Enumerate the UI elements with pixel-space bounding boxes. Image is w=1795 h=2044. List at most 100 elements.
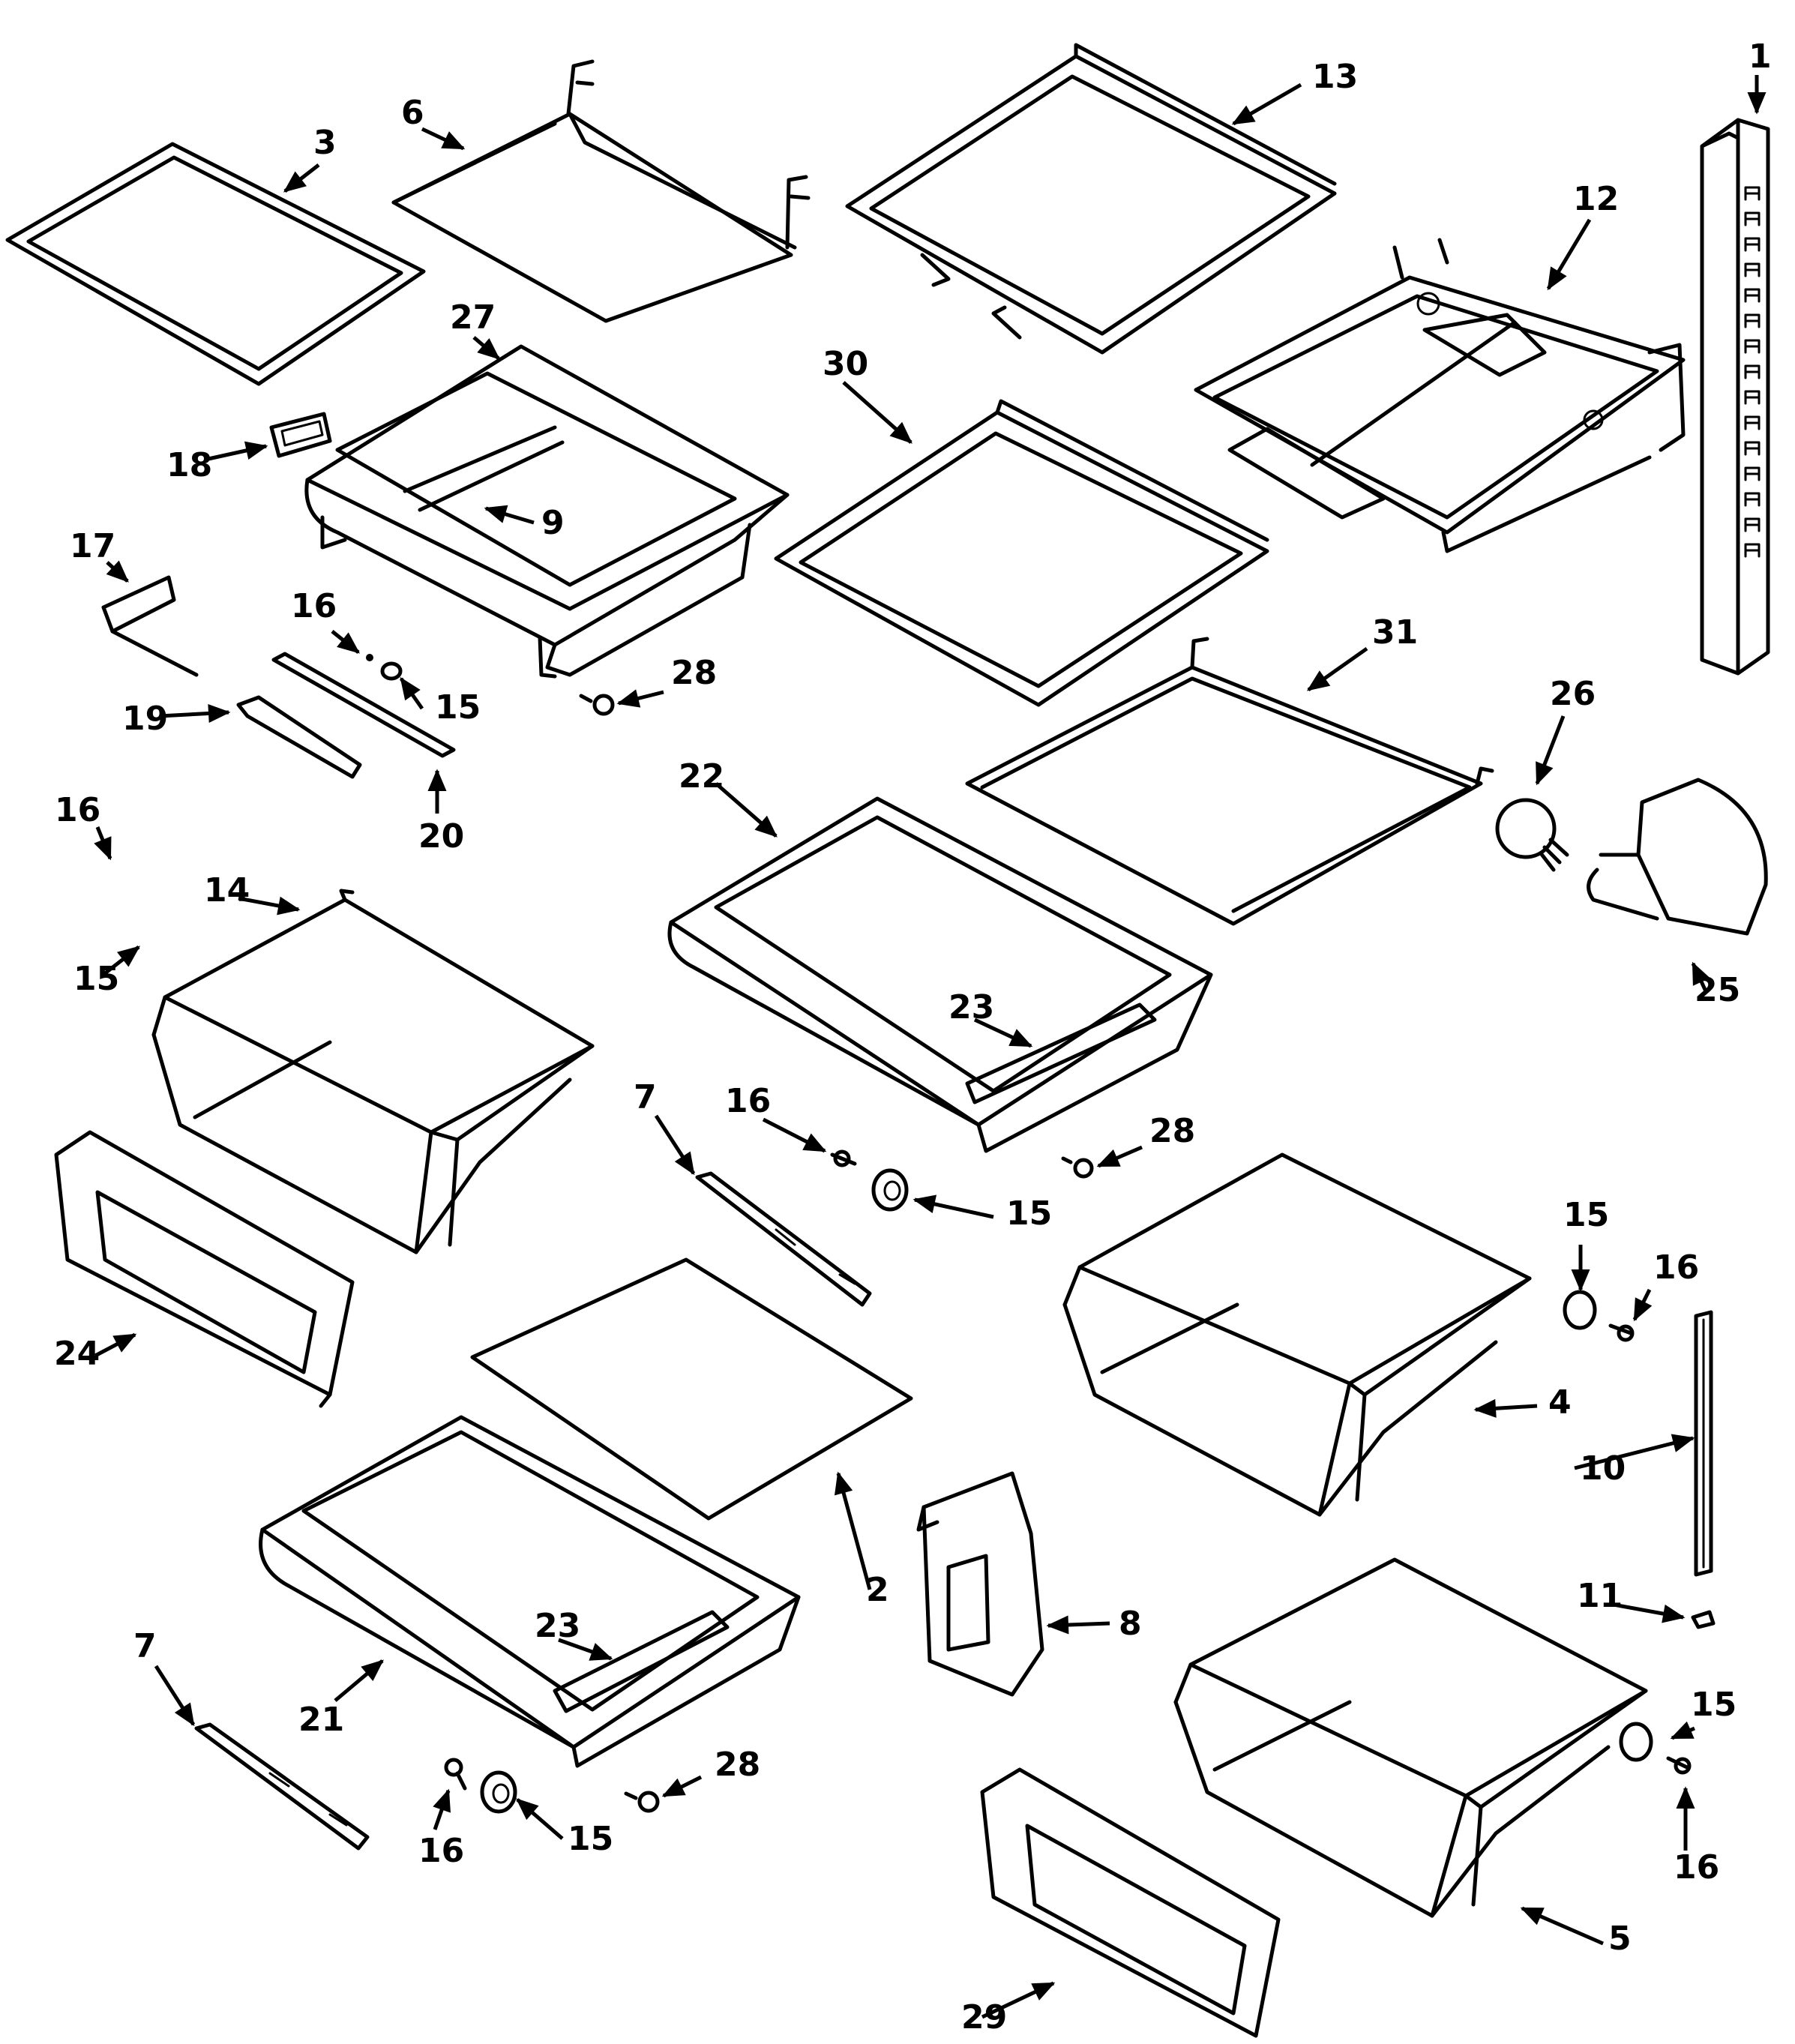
arrowhead <box>1676 1786 1695 1809</box>
arrowhead <box>361 1659 384 1681</box>
arrowhead <box>1571 1269 1590 1292</box>
part-roller-15-lower <box>480 1770 517 1814</box>
part-crisper-cover-21 <box>259 1415 801 1768</box>
callout-16-lower-right: 16 <box>1674 1848 1719 1887</box>
arrowhead <box>1008 1029 1033 1047</box>
part-crisper-drawer-4 <box>1062 1152 1532 1517</box>
part-roller-15-middle <box>871 1168 909 1212</box>
callout-23-upper: 23 <box>948 988 994 1026</box>
arrowhead <box>1547 266 1567 291</box>
part-rail-19 <box>236 695 362 779</box>
callout-3: 3 <box>313 124 337 162</box>
arrowhead <box>889 421 912 444</box>
arrowhead <box>1231 105 1256 125</box>
leader-arrows <box>94 75 1767 2019</box>
part-shelf-13 <box>845 43 1337 355</box>
part-screw-28-top <box>579 694 615 716</box>
arrowhead <box>674 1151 695 1176</box>
part-bracket-18 <box>269 412 332 458</box>
callout-10: 10 <box>1580 1449 1626 1488</box>
arrowhead <box>433 1788 451 1813</box>
part-screw-16-right <box>1608 1323 1635 1342</box>
callout-15-left: 15 <box>73 960 119 998</box>
callout-20: 20 <box>418 817 464 856</box>
part-roller-15-lower-right <box>1619 1722 1653 1762</box>
arrowhead <box>484 505 508 523</box>
arrowhead <box>1046 1615 1069 1635</box>
arrowhead <box>337 632 361 654</box>
callout-16-top: 16 <box>291 587 337 625</box>
callout-4: 4 <box>1548 1383 1572 1422</box>
part-roller-15-right <box>1563 1290 1597 1330</box>
arrowhead <box>1670 1721 1695 1740</box>
callout-11: 11 <box>1577 1577 1623 1615</box>
part-front-panel-24 <box>54 1130 355 1408</box>
part-housing-8 <box>916 1471 1044 1697</box>
arrowhead <box>1633 1297 1653 1322</box>
callout-27: 27 <box>450 298 496 337</box>
callout-14: 14 <box>204 871 250 910</box>
part-shelf-frame-12 <box>1194 238 1686 553</box>
arrowhead <box>1520 1907 1545 1926</box>
arrowhead <box>754 815 778 838</box>
callout-12: 12 <box>1573 180 1619 218</box>
part-crisper-drawer-14 <box>151 889 595 1254</box>
arrowhead <box>277 896 301 916</box>
callout-19: 19 <box>122 700 168 738</box>
arrowhead <box>94 836 112 861</box>
callout-9: 9 <box>541 504 565 542</box>
callout-29: 29 <box>961 1998 1007 2037</box>
callout-26: 26 <box>1550 675 1596 713</box>
part-screw-16-lower <box>444 1758 467 1791</box>
arrowhead <box>802 1133 827 1152</box>
part-roller-15-top <box>380 661 403 681</box>
part-glass-shelf-3 <box>5 142 426 386</box>
arrowhead <box>834 1471 853 1496</box>
part-light-housing-25 <box>1587 778 1768 936</box>
part-screw-16-lower-right <box>1666 1756 1692 1775</box>
leader-line <box>1574 1436 1694 1470</box>
callout-31: 31 <box>1372 613 1418 652</box>
part-screw-16-top <box>366 654 373 661</box>
callout-2: 2 <box>866 1571 889 1609</box>
arrowhead <box>174 1702 195 1727</box>
arrowhead <box>400 676 421 701</box>
arrowhead <box>106 560 129 583</box>
part-glass-panel-2 <box>470 1257 913 1521</box>
callout-28-top: 28 <box>671 654 717 692</box>
arrowhead <box>912 1194 937 1213</box>
arrowhead <box>1662 1604 1686 1623</box>
part-crisper-cover-22 <box>667 796 1213 1153</box>
arrowhead <box>1096 1149 1121 1167</box>
part-clip-11 <box>1691 1610 1716 1629</box>
part-ladder-rail-1 <box>1700 118 1770 676</box>
part-rail-20 <box>271 652 456 758</box>
part-screw-28-middle <box>1061 1156 1094 1179</box>
callout-18: 18 <box>166 446 212 484</box>
part-bulb-26 <box>1495 798 1569 872</box>
arrowhead <box>112 1333 137 1353</box>
callout-30: 30 <box>823 345 868 383</box>
callout-1: 1 <box>1749 37 1772 76</box>
part-crisper-drawer-5 <box>1173 1557 1648 1918</box>
part-clip-17 <box>101 575 199 677</box>
callout-28-lower: 28 <box>715 1746 760 1784</box>
part-strip-10 <box>1694 1310 1713 1577</box>
callout-15-middle: 15 <box>1006 1194 1052 1233</box>
arrowhead <box>661 1778 686 1797</box>
callout-15-right: 15 <box>1563 1196 1609 1234</box>
callout-labels: 1 2 3 4 5 6 7 7 8 9 10 11 12 13 14 15 15… <box>54 37 1772 2037</box>
callout-15-lower-right: 15 <box>1691 1686 1737 1724</box>
callout-23-lower: 23 <box>535 1607 580 1645</box>
arrowhead <box>1747 92 1767 115</box>
callout-25: 25 <box>1695 971 1740 1009</box>
part-screw-28-lower <box>624 1791 660 1813</box>
callout-5: 5 <box>1608 1920 1632 1958</box>
callout-16-lower: 16 <box>418 1832 464 1870</box>
arrowhead <box>441 131 466 150</box>
callout-21: 21 <box>298 1701 344 1739</box>
callout-17: 17 <box>70 527 115 565</box>
callout-28-middle: 28 <box>1149 1112 1195 1150</box>
arrowhead <box>1031 1982 1056 2001</box>
